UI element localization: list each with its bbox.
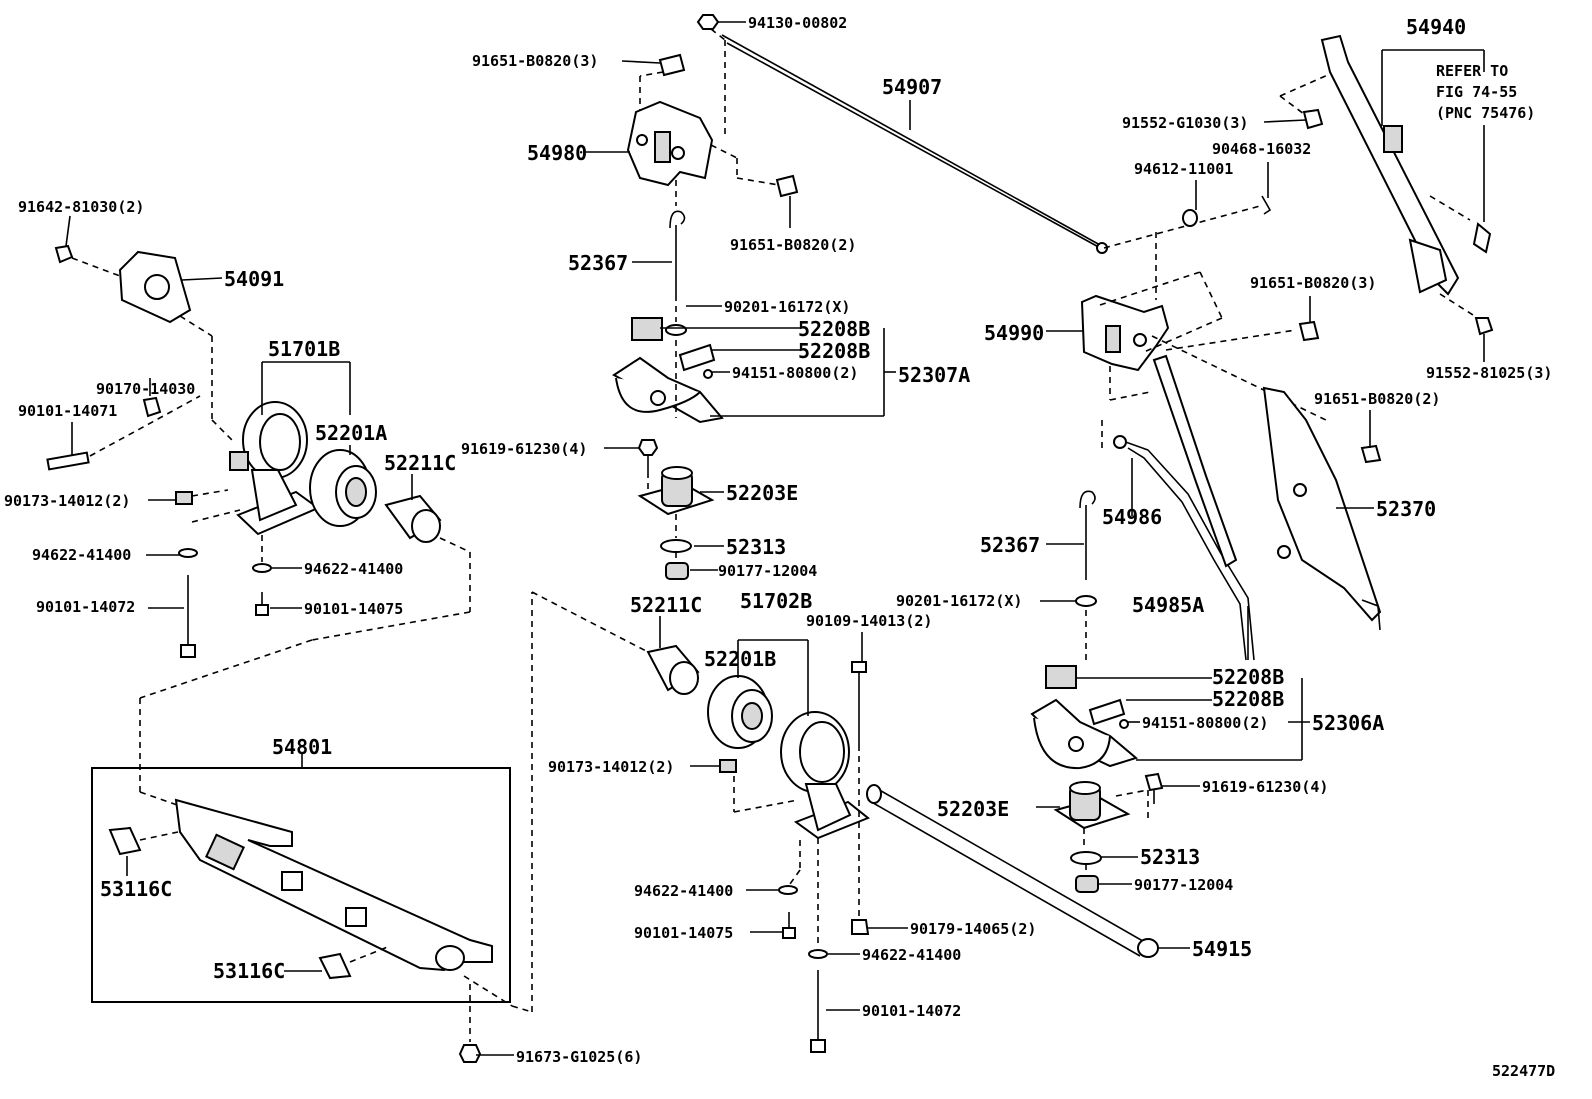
- label-54980: 54980: [527, 141, 587, 165]
- label-90201-16172-lower: 90201-16172(X): [896, 592, 1022, 610]
- label-52313-upper: 52313: [726, 535, 786, 559]
- label-52201a: 52201A: [315, 421, 387, 445]
- part-52211c-sleeve-left: [384, 494, 442, 543]
- label-91673-g1025: 91673-G1025(6): [516, 1048, 642, 1066]
- label-91552-g1030: 91552-G1030(3): [1122, 114, 1248, 132]
- part-54940-link: [1279, 34, 1494, 336]
- label-90177-12004-upper: 90177-12004: [718, 562, 817, 580]
- label-52208b-1: 52208B: [798, 317, 870, 341]
- label-90101-14072-lower: 90101-14072: [862, 1002, 961, 1020]
- label-94622-41400-d: 94622-41400: [862, 946, 961, 964]
- label-52208b-2: 52208B: [798, 339, 870, 363]
- label-52211c-left: 52211C: [384, 451, 456, 475]
- label-refer-pnc: (PNC 75476): [1436, 104, 1535, 122]
- label-90177-12004-lower: 90177-12004: [1134, 876, 1233, 894]
- part-52211c-sleeve-lower: [646, 644, 700, 695]
- part-51702b-bracket: [780, 711, 870, 840]
- label-94612-11001: 94612-11001: [1134, 160, 1233, 178]
- part-52201b-bushing: [707, 675, 773, 749]
- label-54940: 54940: [1406, 15, 1466, 39]
- part-lower-center-fasteners: [719, 661, 870, 1053]
- label-91619-61230-upper: 91619-61230(4): [461, 440, 587, 458]
- label-94622-41400-b: 94622-41400: [304, 560, 403, 578]
- part-90173-nut-left: [175, 489, 241, 523]
- label-91642-81030: 91642-81030(2): [18, 198, 144, 216]
- label-90173-14012-left: 90173-14012(2): [4, 492, 130, 510]
- label-53116c-2: 53116C: [213, 959, 285, 983]
- part-51701b-bracket: [229, 401, 321, 536]
- label-94622-41400-c: 94622-41400: [634, 882, 733, 900]
- label-91651-b0820-3-right: 91651-B0820(3): [1250, 274, 1376, 292]
- leader-lines: [65, 21, 1485, 1056]
- label-90109-14013: 90109-14013(2): [806, 612, 932, 630]
- label-94622-41400-a: 94622-41400: [32, 546, 131, 564]
- part-52367-hook-upper: [665, 210, 687, 336]
- label-91651-b0820-2-right: 91651-B0820(2): [1314, 390, 1440, 408]
- part-94130-nut: [696, 14, 720, 30]
- label-refer-fig: FIG 74-55: [1436, 83, 1517, 101]
- label-90201-16172-upper: 90201-16172(X): [724, 298, 850, 316]
- label-94151-80800-upper: 94151-80800(2): [732, 364, 858, 382]
- label-52307a: 52307A: [898, 363, 970, 387]
- label-94151-80800-lower: 94151-80800(2): [1142, 714, 1268, 732]
- label-90101-14075-left: 90101-14075: [304, 600, 403, 618]
- label-52208b-3: 52208B: [1212, 665, 1284, 689]
- part-52203e-mount-upper: [637, 466, 715, 580]
- part-52367-hook-lower: [1075, 490, 1097, 660]
- label-90179-14065: 90179-14065(2): [910, 920, 1036, 938]
- label-90101-14072-left: 90101-14072: [36, 598, 135, 616]
- label-94130-00802: 94130-00802: [748, 14, 847, 32]
- label-54915: 54915: [1192, 937, 1252, 961]
- part-90101-14071-bolt: [46, 451, 90, 471]
- label-51702b: 51702B: [740, 589, 812, 613]
- part-54801-crossmember: [91, 591, 649, 1063]
- part-52203e-mount-lower: [1053, 781, 1131, 893]
- label-52367-lower: 52367: [980, 533, 1040, 557]
- label-54091: 54091: [224, 267, 284, 291]
- label-90170-14030: 90170-14030: [96, 380, 195, 398]
- label-52313-lower: 52313: [1140, 845, 1200, 869]
- part-54980-bracket: [626, 53, 799, 206]
- label-90173-14012-lower: 90173-14012(2): [548, 758, 674, 776]
- label-91619-61230-lower: 91619-61230(4): [1202, 778, 1328, 796]
- part-54985a-rod: [1101, 354, 1255, 661]
- part-54990-bracket: [1080, 195, 1382, 464]
- label-91651-b0820-2-top: 91651-B0820(2): [730, 236, 856, 254]
- part-54907-rod: [710, 28, 1108, 254]
- label-90101-14071: 90101-14071: [18, 402, 117, 420]
- label-refer-to: REFER TO: [1436, 62, 1508, 80]
- part-52370-bracket: [1262, 386, 1382, 631]
- part-52306a-bracket: [1030, 665, 1164, 822]
- part-54091-plate: [54, 244, 233, 441]
- part-52201a-bushing: [309, 449, 377, 527]
- label-90101-14075-lower: 90101-14075: [634, 924, 733, 942]
- label-53116c-1: 53116C: [100, 877, 172, 901]
- part-54915-rod: [866, 784, 1159, 958]
- label-52367-upper: 52367: [568, 251, 628, 275]
- label-52203e-lower: 52203E: [937, 797, 1009, 821]
- label-52370: 52370: [1376, 497, 1436, 521]
- label-54801: 54801: [272, 735, 332, 759]
- label-91651-b0820-3-top: 91651-B0820(3): [472, 52, 598, 70]
- label-54907: 54907: [882, 75, 942, 99]
- label-51701b: 51701B: [268, 337, 340, 361]
- part-90170-nut: [89, 395, 201, 457]
- figure-number: 522477D: [1492, 1062, 1555, 1080]
- label-52201b: 52201B: [704, 647, 776, 671]
- label-52211c-lower: 52211C: [630, 593, 702, 617]
- label-52203e-upper: 52203E: [726, 481, 798, 505]
- label-91552-81025: 91552-81025(3): [1426, 364, 1552, 382]
- part-labels: 94130-00802 91651-B0820(3) 54907 54980 9…: [4, 14, 1555, 1080]
- label-54986: 54986: [1102, 505, 1162, 529]
- part-91619-bolt-upper: [637, 439, 659, 492]
- label-54985a: 54985A: [1132, 593, 1204, 617]
- label-90468-16032: 90468-16032: [1212, 140, 1311, 158]
- label-52208b-4: 52208B: [1212, 687, 1284, 711]
- part-52307a-bracket: [612, 317, 724, 424]
- part-left-washers-bolts: [139, 535, 471, 807]
- label-54990: 54990: [984, 321, 1044, 345]
- label-52306a: 52306A: [1312, 711, 1384, 735]
